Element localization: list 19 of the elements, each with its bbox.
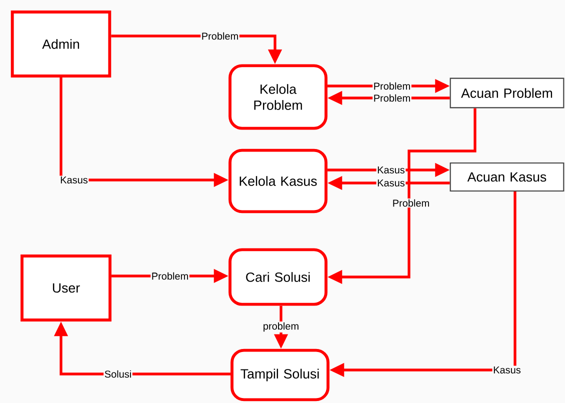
data-store-box: Acuan Kasus (450, 162, 564, 192)
process-box: Tampil Solusi (230, 348, 330, 402)
edge-label: Problem (372, 94, 412, 102)
process-box: Kelola Problem (228, 64, 328, 130)
edge-label: Kasus (376, 166, 406, 174)
edge-label: Solusi (104, 370, 132, 378)
process-box: Kelola Kasus (228, 148, 328, 214)
edge-label: Kasus (59, 176, 89, 184)
edge-label: problem (262, 322, 300, 332)
edge-label: Problem (150, 272, 190, 280)
edge-label: Problem (392, 198, 430, 208)
data-store-box: Acuan Problem (450, 78, 564, 108)
edge-label: Kasus (376, 178, 406, 188)
entity-box: Admin (10, 10, 112, 78)
edge-label: Kasus (492, 366, 522, 374)
entity-box: User (20, 254, 112, 322)
edge-label: Problem (372, 82, 412, 90)
process-box: Cari Solusi (228, 248, 328, 306)
edge-label: Problem (200, 32, 240, 40)
